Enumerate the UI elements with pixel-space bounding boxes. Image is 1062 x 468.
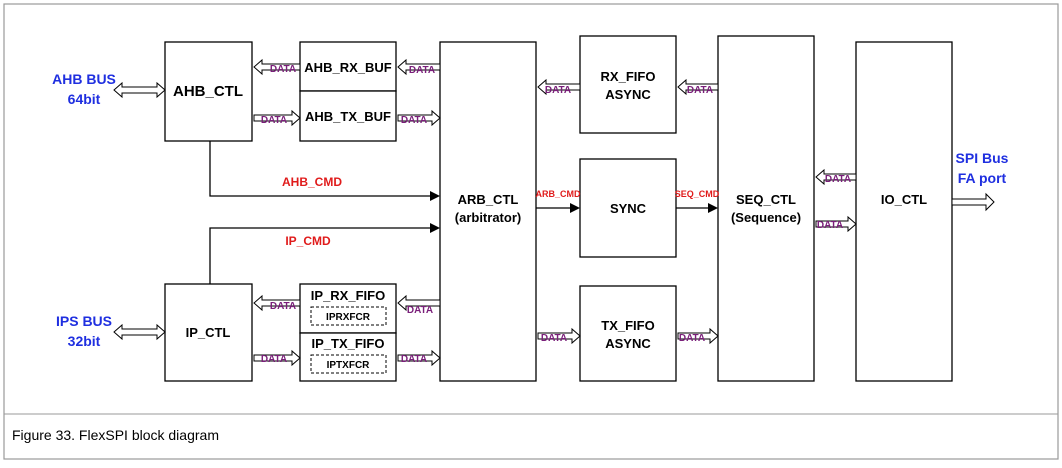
rx-fifo-label: RX_FIFO (601, 69, 656, 84)
spi-bus-port-label: FA port (958, 170, 1007, 186)
seq-cmd-arrowhead (708, 203, 718, 213)
ips-bus-bidir-arrow (113, 323, 166, 341)
iptxfcr-label: IPTXFCR (327, 360, 371, 371)
ip-tx-fifo-label: IP_TX_FIFO (312, 336, 385, 351)
sync-label: SYNC (610, 201, 647, 216)
rx-fifo-async-label: ASYNC (605, 87, 651, 102)
ahb-cmd-arrowhead (430, 191, 440, 201)
ahb-cmd-line (209, 141, 432, 197)
ahb-tx-buf-block (299, 90, 397, 142)
ahb-bus-bidir-arrow (113, 81, 166, 99)
ahb-ctl-block (164, 41, 253, 142)
data-label-12: DATA (401, 354, 427, 365)
tx-fifo-async-block (579, 285, 677, 382)
io-ctl-label: IO_CTL (881, 192, 927, 207)
data-label-5: DATA (545, 85, 571, 96)
data-label-8: DATA (817, 220, 843, 231)
ip-ctl-block (164, 283, 253, 382)
data-arrow-arb-to-ahbrx (397, 58, 441, 76)
data-label-6: DATA (687, 85, 713, 96)
io-ctl-block (855, 41, 953, 382)
data-arrow-io-to-seq (815, 168, 857, 186)
ahb-bus-label: AHB BUS (52, 71, 116, 87)
data-label-1: DATA (270, 64, 296, 75)
spi-bus-label: SPI Bus (956, 150, 1009, 166)
seq-cmd-label: SEQ_CMD (675, 189, 720, 199)
figure-caption: Figure 33. FlexSPI block diagram (12, 427, 219, 443)
iprxfcr-label: IPRXFCR (326, 312, 371, 323)
arb-ctl-sublabel: (arbitrator) (455, 210, 521, 225)
data-arrow-iprx-to-ipctl (253, 294, 301, 312)
ahb-bus-width-label: 64bit (68, 91, 101, 107)
ips-bus-width-label: 32bit (68, 333, 101, 349)
data-arrow-txfifo-to-seq (677, 327, 719, 345)
ip-cmd-line (209, 227, 432, 284)
data-arrow-ahbtx-to-arb (397, 109, 441, 127)
ip-rx-fifo-label: IP_RX_FIFO (311, 288, 385, 303)
data-arrow-arb-to-txfifo (537, 327, 581, 345)
seq-ctl-block (717, 35, 815, 382)
data-label-2: DATA (261, 115, 287, 126)
iprxfcr-register (310, 306, 387, 326)
arb-ctl-label: ARB_CTL (458, 192, 519, 207)
ip-cmd-label: IP_CMD (285, 234, 331, 248)
data-label-9: DATA (270, 301, 296, 312)
data-arrow-seq-to-rxfifo (677, 78, 719, 96)
data-arrow-ahbctl-to-ahbtx (253, 109, 301, 127)
data-label-13: DATA (541, 333, 567, 344)
data-arrow-seq-to-io (815, 215, 857, 233)
ahb-rx-buf-label: AHB_RX_BUF (304, 60, 391, 75)
ahb-ctl-label: AHB_CTL (173, 83, 243, 100)
ip-ctl-label: IP_CTL (186, 325, 231, 340)
data-label-4: DATA (401, 115, 427, 126)
tx-fifo-async-label: ASYNC (605, 336, 651, 351)
data-arrow-arb-to-iprx (397, 294, 441, 312)
ahb-cmd-label: AHB_CMD (282, 175, 342, 189)
ip-cmd-arrowhead (430, 223, 440, 233)
data-label-14: DATA (679, 333, 705, 344)
ips-bus-label: IPS BUS (56, 313, 112, 329)
arb-cmd-arrowhead (570, 203, 580, 213)
data-arrow-iptx-to-arb (397, 349, 441, 367)
arb-cmd-label: ARB_CMD (536, 189, 582, 199)
seq-ctl-label: SEQ_CTL (736, 192, 796, 207)
spi-bus-out-arrow (951, 192, 995, 212)
data-label-3: DATA (409, 65, 435, 76)
arb-ctl-block (439, 41, 537, 382)
data-arrow-ipctl-to-iptx (253, 349, 301, 367)
iptxfcr-register (310, 354, 387, 374)
seq-ctl-sublabel: (Sequence) (731, 210, 801, 225)
tx-fifo-label: TX_FIFO (601, 318, 654, 333)
ahb-tx-buf-label: AHB_TX_BUF (305, 109, 391, 124)
data-label-7: DATA (825, 174, 851, 185)
rx-fifo-async-block (579, 35, 677, 134)
data-label-10: DATA (261, 354, 287, 365)
data-label-11: DATA (407, 305, 433, 316)
sync-block (579, 158, 677, 258)
data-arrow-ahbrx-to-ahbctl (253, 58, 301, 76)
data-arrow-rxfifo-to-arb (537, 78, 581, 96)
